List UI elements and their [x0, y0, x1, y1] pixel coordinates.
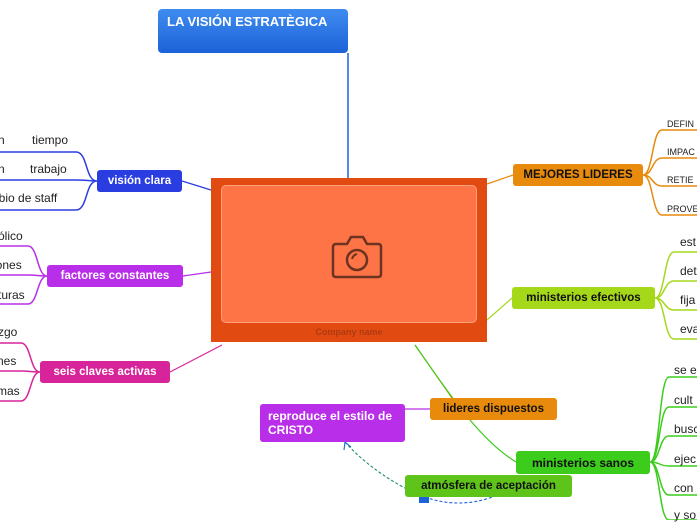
subtopic-sanos-2[interactable]: cult — [674, 393, 693, 407]
subtopic-efectivos-1[interactable]: est — [680, 235, 697, 249]
subtopic-efectivos-2[interactable]: det — [680, 264, 697, 278]
subtopic-efectivos-3[interactable]: fija — [680, 293, 696, 307]
topic-ministerios-sanos[interactable]: ministerios sanos — [516, 451, 650, 474]
subtopic-sanos-4[interactable]: ejec — [674, 452, 697, 466]
topic-reproduce-el-estilo[interactable]: reproduce el estilo de CRISTO — [260, 404, 405, 442]
subtopic-cut-2[interactable]: n — [0, 162, 5, 176]
map-title[interactable]: LA VISIÓN ESTRATÈGICA — [158, 9, 348, 53]
subtopic-mejores-4[interactable]: PROVE — [667, 204, 697, 214]
subtopic-seis-1[interactable]: zgo — [0, 325, 18, 339]
subtopic-sanos-3[interactable]: busc — [674, 422, 697, 436]
subtopic-sanos-5[interactable]: con — [674, 481, 694, 495]
central-topic[interactable]: Company name — [211, 178, 487, 342]
subtopic-mejores-3[interactable]: RETIE — [667, 175, 694, 185]
subtopic-trabajo[interactable]: trabajo — [30, 162, 67, 176]
subtopic-seis-2[interactable]: nes — [0, 354, 17, 368]
topic-atmosfera-de-aceptacion[interactable]: atmósfera de aceptación — [405, 475, 572, 497]
subtopic-cambio-de-staff[interactable]: cambio de staff — [0, 191, 58, 205]
subtopic-mejores-1[interactable]: DEFIN — [667, 119, 694, 129]
subtopic-sanos-6[interactable]: y so — [674, 508, 697, 522]
subtopic-factores-2[interactable]: iones — [0, 258, 22, 272]
image-placeholder — [221, 185, 477, 323]
topic-vision-clara[interactable]: visión clara — [97, 170, 182, 192]
subtopic-mejores-2[interactable]: IMPAC — [667, 147, 695, 157]
subtopic-seis-3[interactable]: mas — [0, 384, 20, 398]
subtopic-tiempo[interactable]: tiempo — [32, 133, 69, 147]
topic-lideres-dispuestos[interactable]: lideres dispuestos — [430, 398, 557, 420]
topic-ministerios-efectivos[interactable]: ministerios efectivos — [512, 287, 655, 309]
subtopic-factores-3[interactable]: turas — [0, 288, 25, 302]
subtopic-efectivos-4[interactable]: eva — [680, 322, 697, 336]
topic-seis-claves-activas[interactable]: seis claves activas — [40, 361, 170, 383]
company-caption: Company name — [315, 327, 383, 337]
topic-mejores-lideres[interactable]: MEJORES LIDERES — [513, 164, 643, 186]
subtopic-factores-1[interactable]: ólico — [0, 229, 23, 243]
reproduce-label: reproduce el estilo de CRISTO — [268, 409, 393, 437]
topic-factores-constantes[interactable]: factores constantes — [47, 265, 183, 287]
subtopic-cut-1[interactable]: n — [0, 133, 5, 147]
subtopic-sanos-1[interactable]: se e — [674, 363, 697, 377]
camera-icon — [331, 235, 383, 279]
